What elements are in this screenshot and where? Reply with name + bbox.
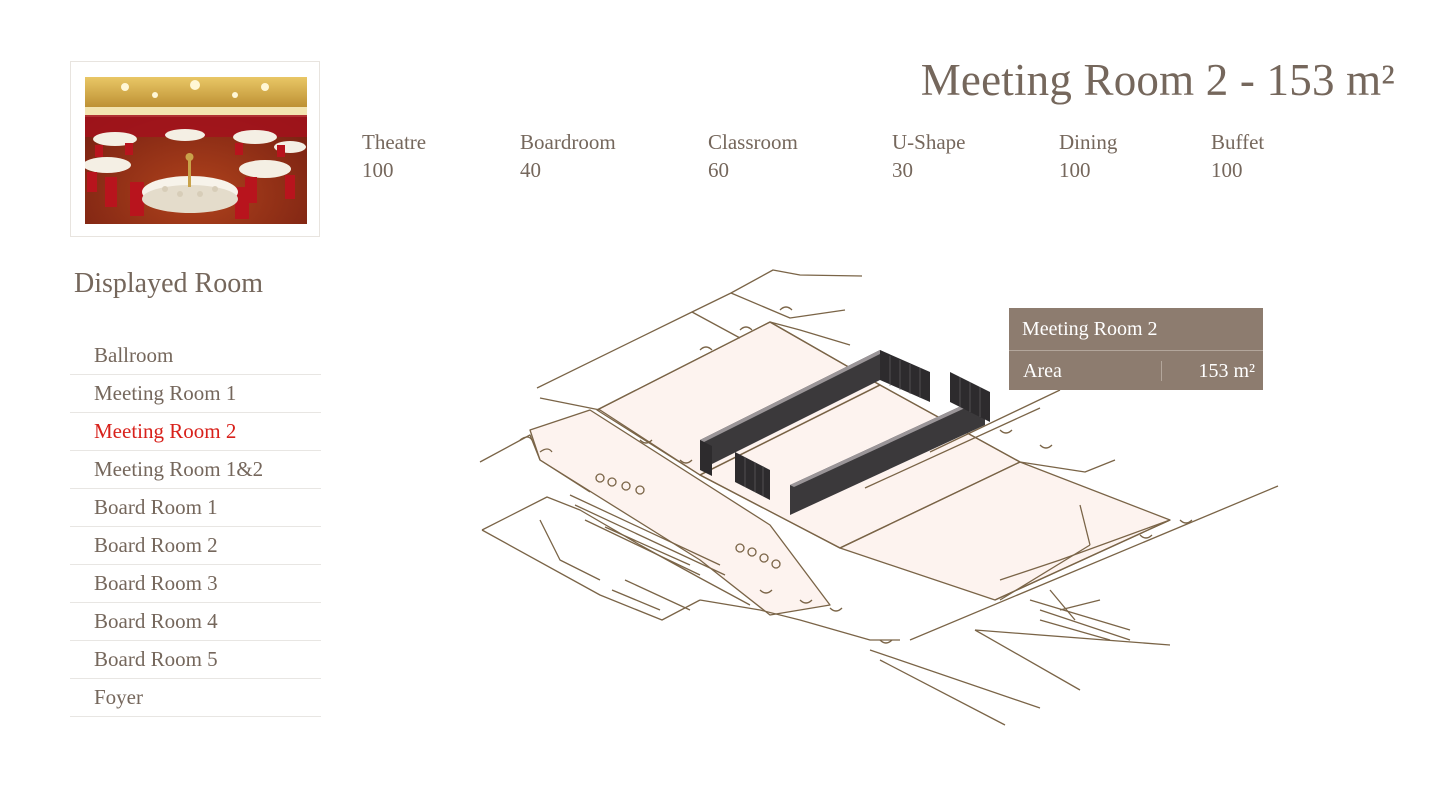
room-item-board-room-5[interactable]: Board Room 5 [70,641,321,679]
capacity-classroom: Classroom 60 [708,128,798,184]
meeting-room-2-highlight[interactable] [700,350,990,515]
capacity-theatre: Theatre 100 [362,128,426,184]
room-item-meeting-room-1[interactable]: Meeting Room 1 [70,375,321,413]
room-item-ballroom[interactable]: Ballroom [70,337,321,375]
capacity-u-shape: U-Shape 30 [892,128,965,184]
capacity-label: U-Shape [892,130,966,154]
tooltip-divider [1161,361,1162,381]
floor-plan[interactable] [470,262,1290,732]
tooltip-area-row: Area 153 m² [1009,351,1263,391]
capacity-label: Dining [1059,130,1118,154]
room-item-board-room-3[interactable]: Board Room 3 [70,565,321,603]
capacity-label: Theatre [362,130,427,154]
capacity-value: 40 [520,158,541,182]
displayed-room-heading: Displayed Room [74,268,263,299]
room-item-board-room-4[interactable]: Board Room 4 [70,603,321,641]
banquet-hall-photo [85,77,307,224]
capacity-value: 100 [362,158,394,182]
room-item-board-room-2[interactable]: Board Room 2 [70,527,321,565]
capacity-boardroom: Boardroom 40 [520,128,616,184]
room-item-board-room-1[interactable]: Board Room 1 [70,489,321,527]
capacity-value: 30 [892,158,913,182]
tooltip-area-label: Area [1023,360,1062,382]
capacity-label: Buffet [1211,130,1265,154]
room-item-meeting-room-2[interactable]: Meeting Room 2 [70,413,321,451]
room-photo-frame [70,61,320,237]
page-title: Meeting Room 2 - 153 m² [920,55,1395,105]
tooltip-title: Meeting Room 2 [1009,308,1263,351]
tooltip-area-value: 153 m² [1198,360,1255,382]
capacity-dining: Dining 100 [1059,128,1117,184]
capacity-value: 100 [1059,158,1091,182]
room-list: Ballroom Meeting Room 1 Meeting Room 2 M… [70,337,321,717]
capacity-value: 100 [1211,158,1243,182]
capacity-label: Boardroom [520,130,616,154]
capacity-label: Classroom [708,130,798,154]
capacity-buffet: Buffet 100 [1211,128,1264,184]
room-item-foyer[interactable]: Foyer [70,679,321,717]
room-item-meeting-room-1-2[interactable]: Meeting Room 1&2 [70,451,321,489]
room-tooltip: Meeting Room 2 Area 153 m² [1009,308,1263,390]
capacity-value: 60 [708,158,729,182]
